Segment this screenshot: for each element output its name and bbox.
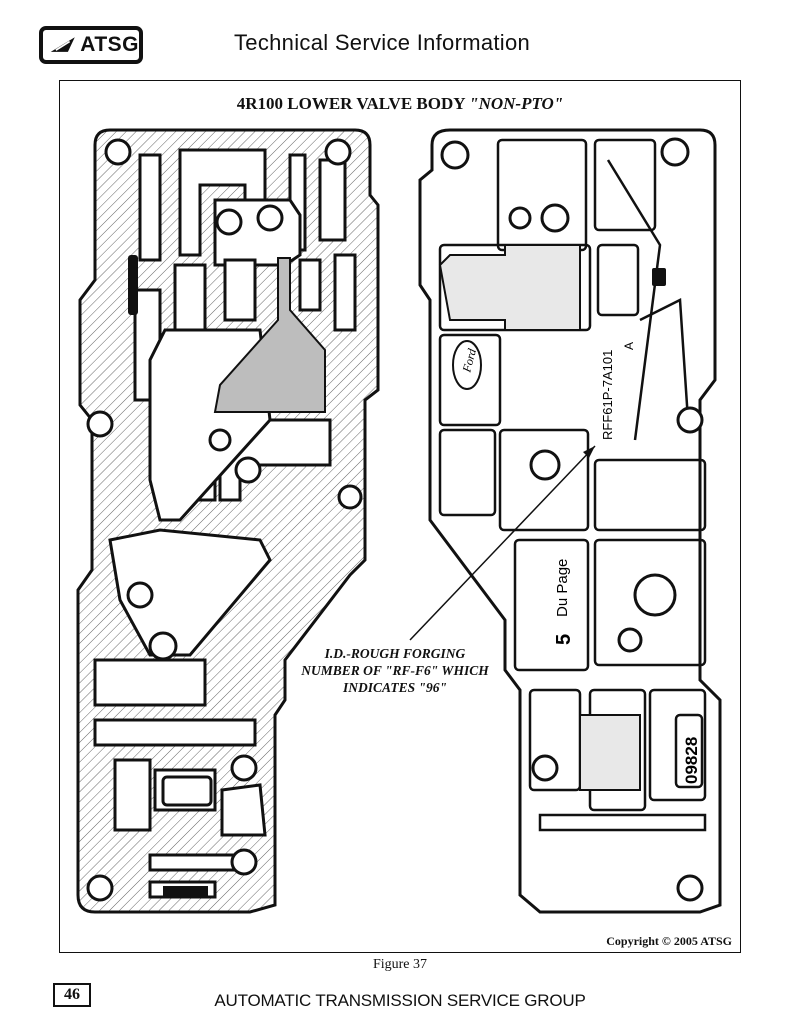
logo-text: ATSG <box>80 33 139 56</box>
figure-title: 4R100 LOWER VALVE BODY "NON-PTO" <box>0 94 800 114</box>
callout-text: I.D.-ROUGH FORGING NUMBER OF "RF-F6" WHI… <box>270 645 520 696</box>
figure-frame <box>59 80 741 953</box>
page-number: 46 <box>53 983 91 1007</box>
callout-line-3: INDICATES "96" <box>343 680 447 695</box>
callout-line-2: NUMBER OF "RF-F6" WHICH <box>301 663 489 678</box>
page-header-title: Technical Service Information <box>234 30 531 55</box>
valve-body-diagram: Ford RFF61P-7A101 A Du Page 5 09828 <box>76 128 722 914</box>
casting-part-number: RFF61P-7A101 <box>600 350 615 440</box>
callout-line-1: I.D.-ROUGH FORGING <box>324 646 466 661</box>
casting-date-code: 09828 <box>682 737 701 784</box>
callout-leader-line <box>409 445 596 641</box>
right-valve-body-view: Ford RFF61P-7A101 A Du Page 5 09828 <box>418 128 722 914</box>
atsg-bird-icon <box>50 37 75 52</box>
copyright-notice: Copyright © 2005 ATSG <box>606 934 732 948</box>
figure-title-emph: "NON-PTO" <box>469 94 564 113</box>
atsg-logo: ATSG <box>39 26 143 64</box>
casting-rev: A <box>622 342 636 350</box>
left-valve-body-view <box>76 128 380 914</box>
callout-arrowhead <box>583 446 595 458</box>
ford-oval-text: Ford <box>459 346 479 374</box>
figure-caption: Figure 37 <box>372 957 428 972</box>
casting-cavity: 5 <box>553 634 575 645</box>
footer-org: AUTOMATIC TRANSMISSION SERVICE GROUP <box>214 991 586 1010</box>
casting-maker: Du Page <box>554 559 571 617</box>
figure-title-main: 4R100 LOWER VALVE BODY <box>236 94 470 113</box>
